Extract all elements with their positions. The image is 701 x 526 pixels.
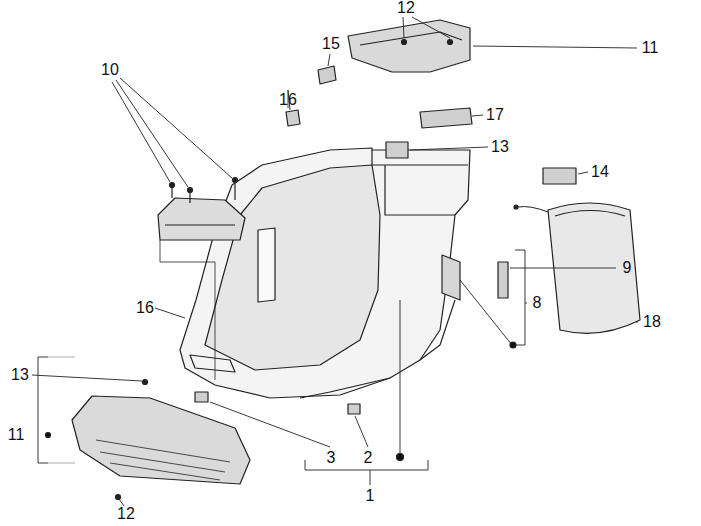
callout-number: 10	[101, 62, 119, 78]
callout-number: 11	[642, 40, 659, 56]
callout-number: 18	[643, 314, 661, 330]
callout-number: 16	[279, 92, 297, 108]
callout-number: 3	[327, 450, 336, 466]
callout-number: 17	[486, 107, 504, 123]
callout-number: 2	[364, 450, 373, 466]
callout-number: 12	[397, 0, 415, 16]
callout-number: 9	[623, 260, 632, 276]
callout-number: 12	[117, 506, 135, 522]
callout-number: 14	[591, 164, 609, 180]
callout-number: 15	[322, 36, 340, 52]
callout-number: 1	[366, 488, 375, 504]
callout-number: 13	[491, 139, 509, 155]
callout-number: 8	[533, 295, 542, 311]
callout-number: 11	[8, 427, 25, 443]
callout-number: 16	[136, 300, 154, 316]
callout-number: 13	[11, 367, 29, 383]
